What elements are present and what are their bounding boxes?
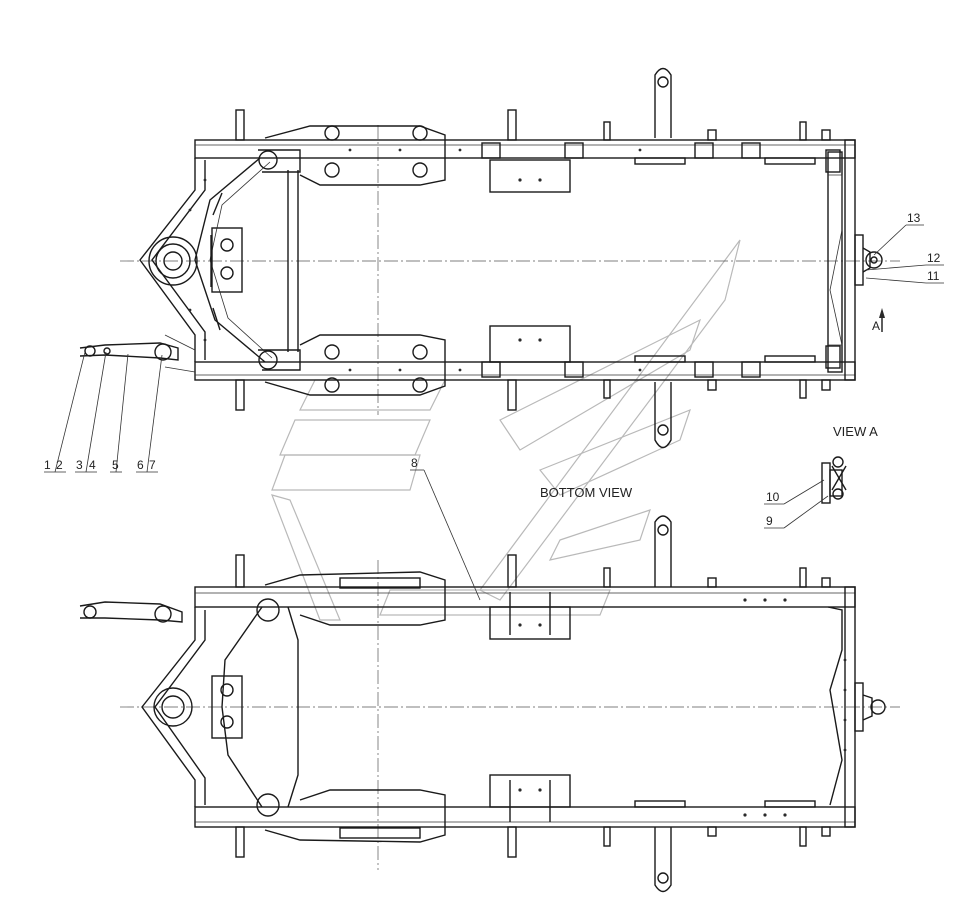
callout-7: 7 bbox=[149, 458, 156, 472]
callout-12: 12 bbox=[927, 251, 941, 265]
callout-13: 13 bbox=[907, 211, 921, 225]
callout-2: 2 bbox=[56, 458, 63, 472]
top-view-frame bbox=[79, 67, 900, 449]
callout-1: 1 bbox=[44, 458, 51, 472]
callout-8: 8 bbox=[411, 456, 418, 470]
view-a-label: VIEW A bbox=[833, 424, 878, 439]
bottom-view-frame bbox=[79, 515, 900, 893]
callout-5: 5 bbox=[112, 458, 119, 472]
view-a-arrow bbox=[879, 308, 885, 332]
callout-6: 6 bbox=[137, 458, 144, 472]
callout-3: 3 bbox=[76, 458, 83, 472]
bottom-view-label: BOTTOM VIEW bbox=[540, 485, 633, 500]
callout-10: 10 bbox=[766, 490, 780, 504]
watermark bbox=[271, 239, 741, 621]
callout-4: 4 bbox=[89, 458, 96, 472]
callout-9: 9 bbox=[766, 514, 773, 528]
callout-11: 11 bbox=[927, 269, 940, 283]
arrow-a-label: A bbox=[872, 319, 880, 333]
leader-lines bbox=[44, 224, 944, 601]
view-a-detail bbox=[821, 456, 847, 504]
